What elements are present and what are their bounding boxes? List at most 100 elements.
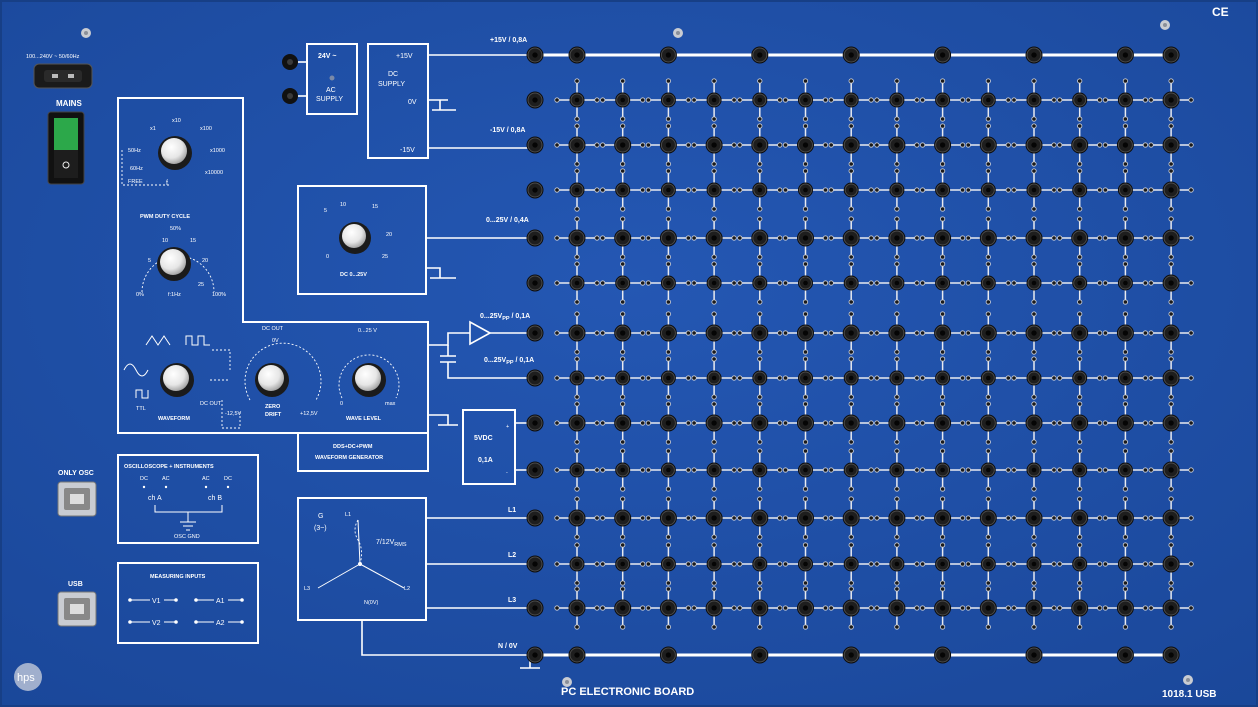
grid-socket-r7-c14[interactable] [1162,324,1180,342]
grid-socket-r7-c2[interactable] [614,324,632,342]
grid-socket-r13-c12[interactable] [1071,599,1089,617]
grid-socket-r1-c9[interactable] [934,46,952,64]
grid-socket-r9-c9[interactable] [934,414,952,432]
output-socket-10[interactable] [526,461,544,479]
grid-socket-r7-c6[interactable] [797,324,814,342]
grid-socket-r2-c10[interactable] [980,92,996,108]
grid-socket-r6-c12[interactable] [1072,275,1088,291]
grid-socket-r1-c11[interactable] [1025,46,1043,64]
grid-socket-r3-c1[interactable] [568,136,586,154]
grid-socket-r10-c11[interactable] [1026,462,1042,478]
mains-switch[interactable] [47,111,85,185]
grid-socket-r5-c12[interactable] [1071,229,1089,247]
grid-socket-r3-c9[interactable] [934,136,952,154]
grid-socket-r11-c13[interactable] [1116,509,1134,527]
grid-socket-r5-c9[interactable] [934,229,952,247]
grid-socket-r7-c12[interactable] [1071,324,1089,342]
grid-socket-r11-c1[interactable] [568,509,586,527]
grid-socket-r8-c7[interactable] [843,370,859,386]
grid-socket-r2-c6[interactable] [798,92,813,108]
grid-socket-r13-c1[interactable] [568,599,586,617]
grid-socket-r8-c5[interactable] [752,370,768,386]
grid-socket-r14-c14[interactable] [1162,646,1180,664]
grid-socket-r12-c5[interactable] [752,556,768,572]
grid-socket-r6-c11[interactable] [1026,275,1042,291]
grid-socket-r9-c14[interactable] [1162,414,1180,432]
waveform-knob[interactable] [160,363,194,397]
grid-socket-r4-c9[interactable] [935,182,951,198]
grid-socket-r8-c1[interactable] [569,370,585,386]
grid-socket-r1-c13[interactable] [1116,46,1134,64]
grid-socket-r13-c14[interactable] [1162,599,1180,617]
grid-socket-r10-c10[interactable] [980,462,996,478]
output-socket-4[interactable] [526,181,544,199]
grid-socket-r2-c12[interactable] [1072,92,1088,108]
grid-socket-r6-c8[interactable] [889,275,905,291]
grid-socket-r9-c7[interactable] [842,414,860,432]
grid-socket-r5-c3[interactable] [659,229,677,247]
grid-socket-r14-c13[interactable] [1116,646,1134,664]
grid-socket-r12-c1[interactable] [569,556,585,572]
output-socket-11[interactable] [526,509,544,527]
grid-socket-r14-c7[interactable] [842,646,860,664]
grid-socket-r4-c2[interactable] [615,182,631,198]
grid-socket-r9-c13[interactable] [1116,414,1134,432]
grid-socket-r3-c2[interactable] [614,136,632,154]
grid-socket-r9-c5[interactable] [751,414,769,432]
grid-socket-r11-c11[interactable] [1025,509,1043,527]
grid-socket-r12-c8[interactable] [889,556,905,572]
grid-socket-r11-c7[interactable] [842,509,860,527]
grid-socket-r9-c3[interactable] [659,414,677,432]
output-socket-9[interactable] [526,414,544,432]
grid-socket-r2-c4[interactable] [706,92,722,108]
grid-socket-r6-c3[interactable] [660,275,676,291]
grid-socket-r2-c14[interactable] [1162,91,1180,109]
grid-socket-r3-c4[interactable] [705,136,723,154]
grid-socket-r3-c14[interactable] [1162,136,1180,154]
grid-socket-r4-c8[interactable] [889,182,905,198]
grid-socket-r10-c14[interactable] [1162,461,1180,479]
grid-socket-r13-c10[interactable] [979,599,997,617]
grid-socket-r14-c9[interactable] [934,646,952,664]
dc-adjustable-knob[interactable] [339,222,371,254]
grid-socket-r5-c6[interactable] [797,229,814,247]
grid-socket-r12-c2[interactable] [615,556,631,572]
grid-socket-r7-c1[interactable] [568,324,586,342]
grid-socket-r6-c10[interactable] [980,275,996,291]
grid-socket-r11-c4[interactable] [705,509,723,527]
grid-socket-r7-c3[interactable] [659,324,677,342]
output-socket-8[interactable] [526,369,544,387]
zero-drift-knob[interactable] [255,363,289,397]
grid-socket-r2-c5[interactable] [752,92,768,108]
grid-socket-r7-c7[interactable] [842,324,860,342]
grid-socket-r8-c13[interactable] [1117,370,1133,386]
grid-socket-r13-c3[interactable] [659,599,677,617]
grid-socket-r5-c5[interactable] [751,229,769,247]
grid-socket-r9-c2[interactable] [614,414,632,432]
grid-socket-r11-c12[interactable] [1071,509,1089,527]
ac-socket-1[interactable] [282,54,298,70]
grid-socket-r8-c8[interactable] [889,370,905,386]
grid-socket-r6-c6[interactable] [798,275,813,291]
grid-socket-r3-c3[interactable] [659,136,677,154]
grid-socket-r11-c3[interactable] [659,509,677,527]
grid-socket-r4-c5[interactable] [752,182,768,198]
osc-usb-port[interactable] [57,481,97,517]
grid-socket-r4-c3[interactable] [660,182,676,198]
grid-socket-r3-c11[interactable] [1025,136,1043,154]
grid-socket-r13-c6[interactable] [797,599,814,617]
grid-socket-r13-c8[interactable] [888,599,906,617]
grid-socket-r8-c9[interactable] [935,370,951,386]
grid-socket-r7-c5[interactable] [751,324,769,342]
grid-socket-r9-c11[interactable] [1025,414,1043,432]
grid-socket-r1-c14[interactable] [1162,46,1180,64]
output-socket-2[interactable] [526,91,544,109]
output-socket-1[interactable] [526,46,544,64]
grid-socket-r7-c8[interactable] [888,324,906,342]
grid-socket-r4-c4[interactable] [706,182,722,198]
grid-socket-r10-c8[interactable] [889,462,905,478]
grid-socket-r12-c3[interactable] [660,556,676,572]
grid-socket-r10-c5[interactable] [752,462,768,478]
grid-socket-r6-c1[interactable] [569,275,585,291]
output-socket-7[interactable] [526,324,544,342]
